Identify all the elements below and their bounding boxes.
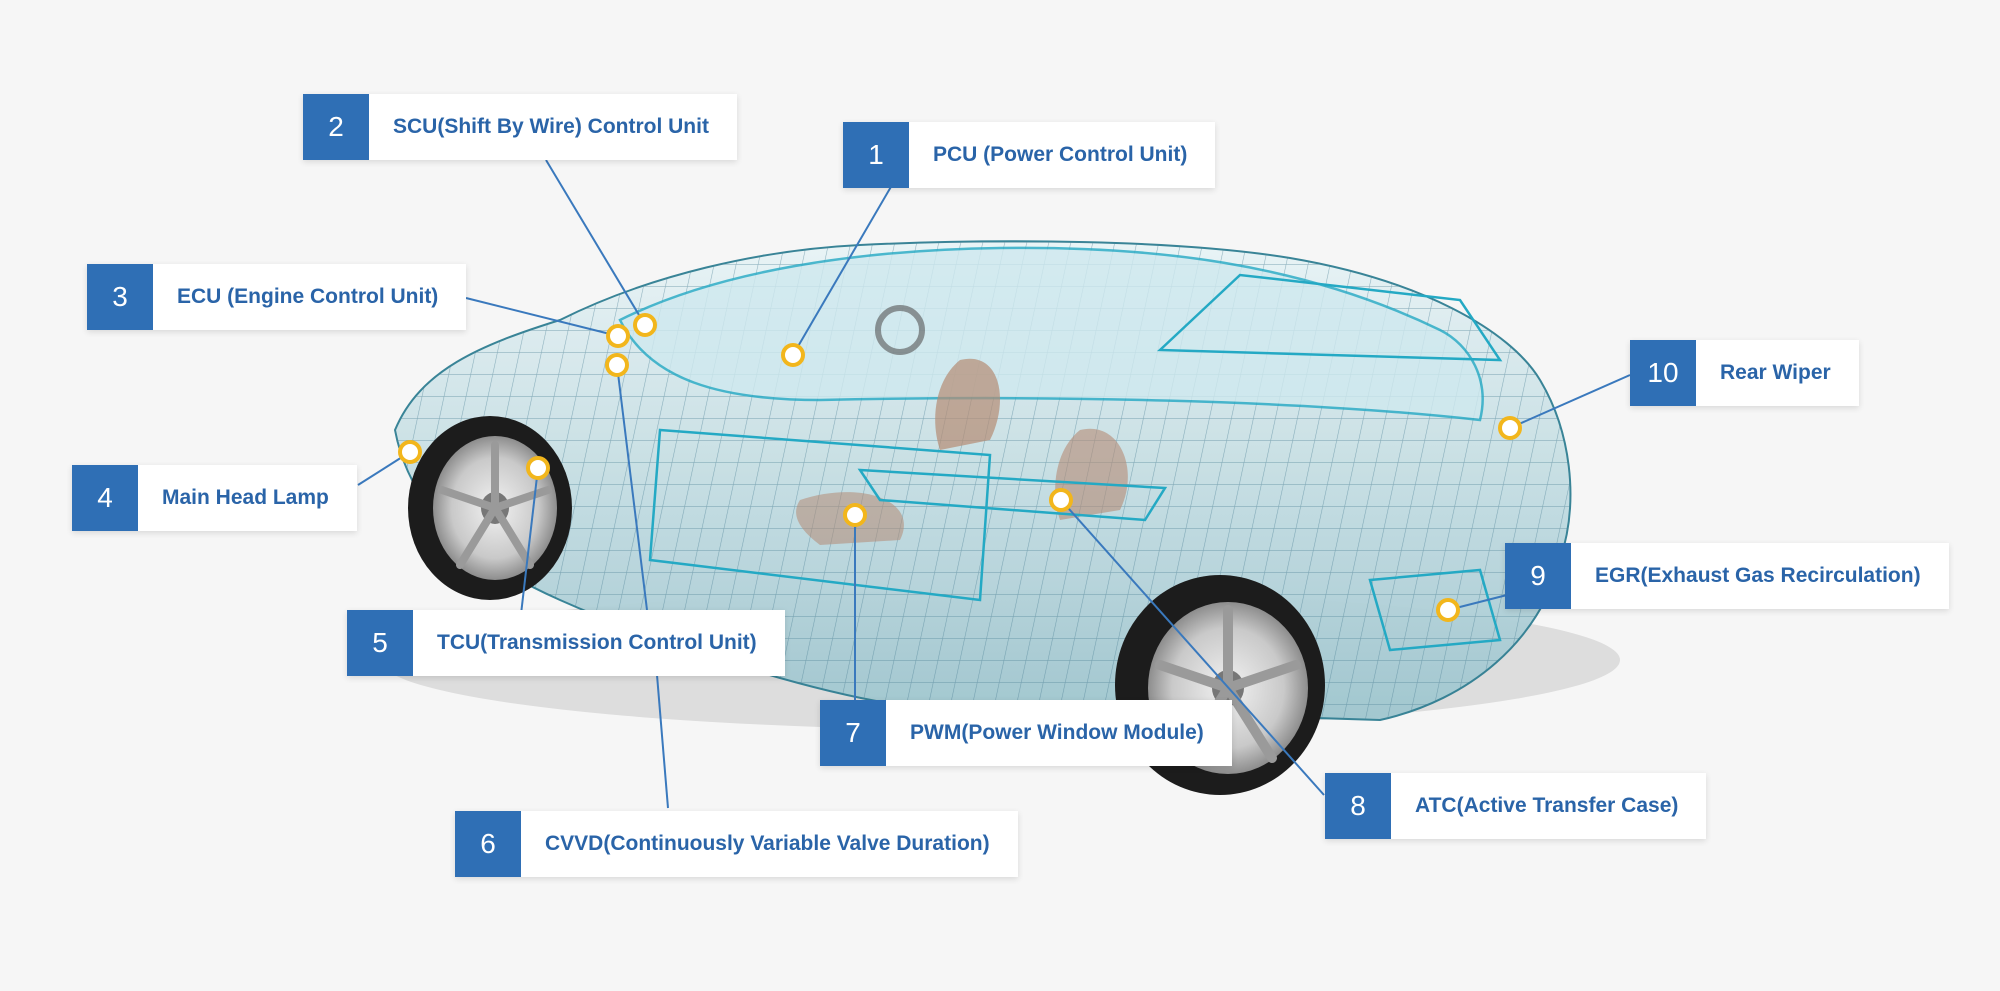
leader-lines xyxy=(357,159,1631,809)
marker-pwm xyxy=(843,503,867,527)
callout-scu: 2 SCU(Shift By Wire) Control Unit xyxy=(303,94,737,160)
marker-cvvd xyxy=(526,456,550,480)
leader-line-10 xyxy=(1509,374,1631,429)
callout-number-badge: 1 xyxy=(843,122,909,188)
callout-label: ECU (Engine Control Unit) xyxy=(177,285,439,308)
leader-line-8 xyxy=(1060,499,1325,796)
car-glasshouse xyxy=(618,246,1484,422)
marker-egr xyxy=(1436,598,1460,622)
callout-label: TCU(Transmission Control Unit) xyxy=(437,631,757,654)
callout-number-badge: 4 xyxy=(72,465,138,531)
callout-number-badge: 8 xyxy=(1325,773,1391,839)
callout-label: Rear Wiper xyxy=(1720,361,1831,384)
marker-head-lamp xyxy=(398,440,422,464)
leader-line-3 xyxy=(465,297,619,337)
leader-line-6 xyxy=(656,674,669,809)
callout-label: SCU(Shift By Wire) Control Unit xyxy=(393,115,709,138)
callout-label: ATC(Active Transfer Case) xyxy=(1415,794,1679,817)
marker-scu xyxy=(633,313,657,337)
callout-cvvd: 6 CVVD(Continuously Variable Valve Durat… xyxy=(455,811,1018,877)
callout-ecu: 3 ECU (Engine Control Unit) xyxy=(87,264,467,330)
marker-atc xyxy=(1049,488,1073,512)
callout-number-badge: 3 xyxy=(87,264,153,330)
marker-ecu xyxy=(606,324,630,348)
callout-egr: 9 EGR(Exhaust Gas Recirculation) xyxy=(1505,543,1949,609)
leader-line-2 xyxy=(545,159,646,326)
component-markers xyxy=(398,313,1522,622)
callout-rear-wiper: 10 Rear Wiper xyxy=(1630,340,1859,406)
callout-pwm: 7 PWM(Power Window Module) xyxy=(820,700,1232,766)
callout-atc: 8 ATC(Active Transfer Case) xyxy=(1325,773,1707,839)
callout-head-lamp: 4 Main Head Lamp xyxy=(72,465,357,531)
callout-number-badge: 2 xyxy=(303,94,369,160)
car-seat xyxy=(935,358,1000,450)
callout-label: PWM(Power Window Module) xyxy=(910,721,1204,744)
callout-label: Main Head Lamp xyxy=(162,486,329,509)
callout-number-badge: 6 xyxy=(455,811,521,877)
callout-pcu: 1 PCU (Power Control Unit) xyxy=(843,122,1216,188)
leader-line-5b xyxy=(616,364,648,611)
callout-label: PCU (Power Control Unit) xyxy=(933,143,1188,166)
leader-line-1 xyxy=(792,184,893,356)
marker-pcu xyxy=(781,343,805,367)
front-wheel xyxy=(408,416,572,600)
callout-number-badge: 7 xyxy=(820,700,886,766)
callout-number-badge: 5 xyxy=(347,610,413,676)
callout-number-badge: 9 xyxy=(1505,543,1571,609)
marker-tcu xyxy=(605,353,629,377)
callout-number-badge: 10 xyxy=(1630,340,1696,406)
callout-tcu: 5 TCU(Transmission Control Unit) xyxy=(347,610,785,676)
callout-label: EGR(Exhaust Gas Recirculation) xyxy=(1595,564,1921,587)
marker-rear-wiper xyxy=(1498,416,1522,440)
callout-label: CVVD(Continuously Variable Valve Duratio… xyxy=(545,832,990,855)
